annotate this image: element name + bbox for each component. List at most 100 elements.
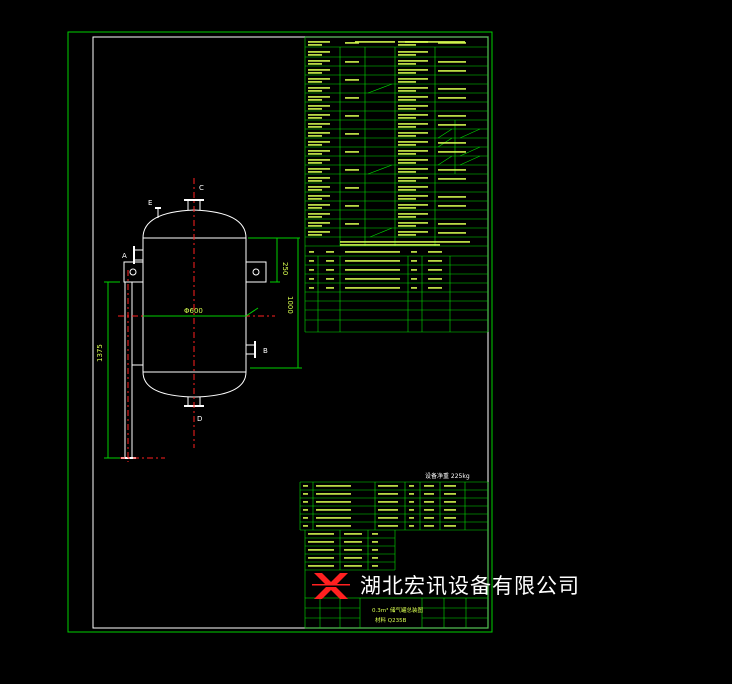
parts-text: [409, 525, 414, 527]
spec-text: [308, 177, 330, 179]
spec-text: [398, 159, 428, 161]
parts-text: [424, 493, 434, 495]
spec-text: [308, 51, 330, 53]
nozzle-text: [411, 287, 417, 289]
nozzle-text: [326, 269, 334, 271]
parts-text: [303, 517, 308, 519]
spec-text: [345, 169, 359, 171]
parts-text: [424, 501, 434, 503]
parts-text: [308, 565, 334, 567]
nozzle-text: [326, 278, 334, 280]
parts-text: [409, 509, 414, 511]
spec-text: [398, 186, 428, 188]
spec-text: [308, 168, 330, 170]
parts-text: [424, 485, 434, 487]
spec-text: [308, 135, 322, 137]
spec-text: [308, 225, 322, 227]
spec-text: [398, 171, 416, 173]
spec-text: [398, 69, 428, 71]
spec-text: [398, 87, 428, 89]
spec-text: [345, 133, 359, 135]
spec-slash: [367, 83, 393, 94]
nozzle-text: [309, 278, 314, 280]
title-block: [304, 597, 489, 629]
spec-text: [308, 204, 330, 206]
spec-text: [398, 54, 416, 56]
spec-text: [398, 150, 428, 152]
parts-text: [344, 565, 362, 567]
parts-text: [409, 501, 414, 503]
spec-text: [398, 123, 428, 125]
parts-text: [372, 549, 378, 551]
outer-frame: [67, 31, 493, 633]
spec-text: [438, 142, 466, 144]
spec-text: [308, 105, 330, 107]
nozzle-text: [411, 278, 417, 280]
spec-text: [308, 41, 330, 43]
spec-text: [308, 114, 330, 116]
parts-text: [378, 517, 398, 519]
parts-text: [424, 517, 434, 519]
spec-text: [308, 180, 322, 182]
spec-text: [308, 198, 322, 200]
parts-text: [344, 557, 362, 559]
nozzle-text: [326, 251, 334, 253]
spec-slash: [459, 128, 481, 139]
spec-text: [308, 117, 322, 119]
spec-slash: [369, 227, 393, 238]
spec-text: [398, 99, 416, 101]
company-logo: [312, 573, 350, 599]
spec-text: [398, 204, 428, 206]
spec-text: [308, 96, 330, 98]
spec-text: [398, 180, 416, 182]
spec-text: [308, 213, 330, 215]
spec-text: [438, 232, 466, 234]
spec-text: [345, 97, 359, 99]
spec-text: [308, 132, 330, 134]
spec-text: [308, 207, 322, 209]
technical-spec-text: [308, 41, 470, 289]
spec-text: [405, 41, 465, 43]
spec-text: [398, 195, 428, 197]
parts-text: [378, 485, 398, 487]
spec-text: [398, 177, 428, 179]
nozzle-text: [309, 269, 314, 271]
nozzle-text: [428, 251, 442, 253]
left-lug-hole: [129, 268, 137, 276]
spec-text: [398, 51, 428, 53]
spec-slash: [437, 155, 453, 166]
spec-text: [308, 222, 330, 224]
spec-text: [308, 141, 330, 143]
dim-text-1000: 1000: [286, 296, 294, 314]
spec-text: [398, 114, 428, 116]
spec-text: [345, 42, 359, 44]
spec-text: [308, 81, 322, 83]
nozzle-text: [326, 260, 334, 262]
parts-text: [303, 485, 308, 487]
technical-spec-table: [304, 36, 489, 333]
spec-text: [308, 90, 322, 92]
nozzle-text: [345, 278, 400, 280]
spec-text: [398, 105, 428, 107]
nozzle-text: [345, 287, 400, 289]
leader-a: [245, 307, 259, 317]
drawing-title-line2: 材料 Q235B: [375, 616, 407, 624]
company-name: 湖北宏讯设备有限公司: [360, 574, 580, 598]
spec-text: [308, 44, 322, 46]
spec-text: [308, 87, 330, 89]
spec-text: [355, 41, 395, 43]
spec-slash: [367, 164, 393, 175]
spec-slash: [459, 146, 481, 157]
spec-text: [438, 205, 466, 207]
parts-list-text: [303, 485, 456, 567]
nozzle-text: [345, 251, 400, 253]
centerlines: [105, 178, 275, 462]
spec-text: [398, 225, 416, 227]
dim-text-250: 250: [281, 262, 289, 275]
spec-text: [398, 234, 416, 236]
spec-text: [308, 150, 330, 152]
parts-text: [444, 485, 456, 487]
parts-text: [308, 533, 334, 535]
spec-text: [398, 96, 428, 98]
nozzle-text: [345, 269, 400, 271]
